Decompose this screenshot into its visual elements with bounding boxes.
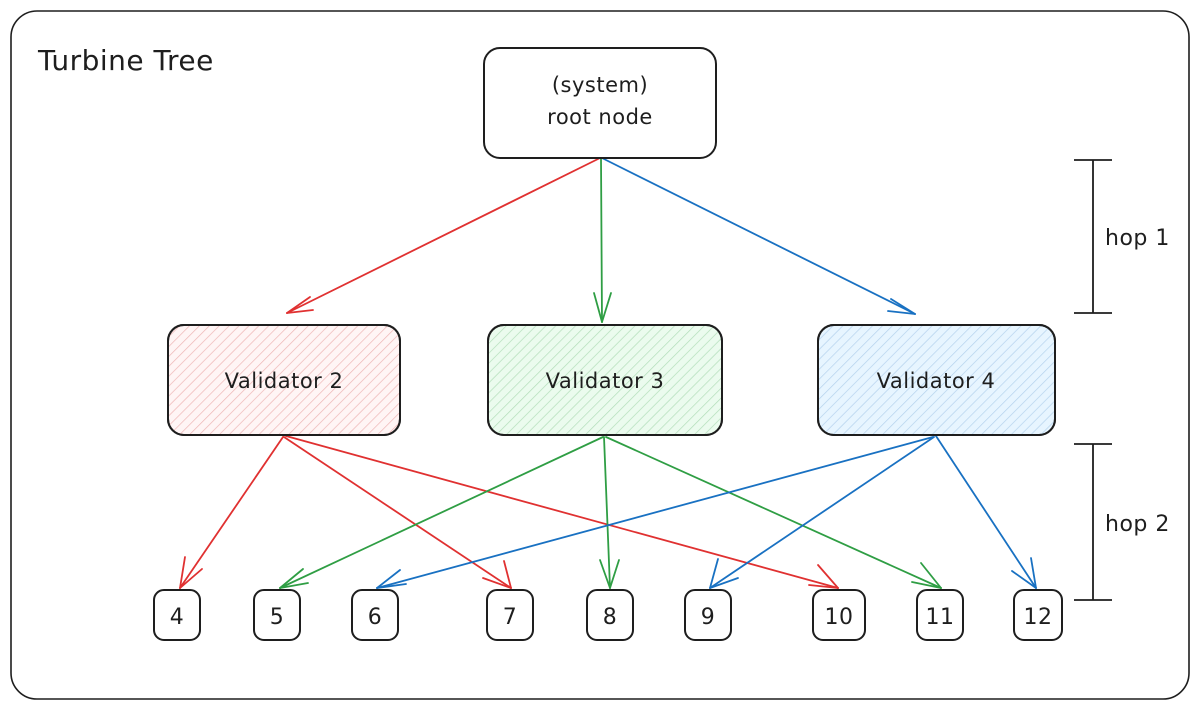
validator-4-label: Validator 4 bbox=[877, 369, 996, 393]
leaf-12-box[interactable] bbox=[1013, 589, 1063, 641]
node-leaf-10[interactable]: 10 bbox=[812, 589, 866, 641]
node-leaf-11[interactable]: 11 bbox=[916, 589, 964, 641]
validator-4-hatch bbox=[818, 325, 1055, 435]
page-title: Turbine Tree bbox=[37, 44, 214, 77]
node-leaf-6[interactable]: 6 bbox=[351, 589, 399, 641]
edge-validator-4-to-leaf-6 bbox=[376, 436, 934, 589]
leaf-8-label: 8 bbox=[603, 605, 618, 630]
validator-2-hatch bbox=[168, 325, 400, 435]
root-node-line1: (system) bbox=[552, 73, 648, 97]
node-leaf-8[interactable]: 8 bbox=[586, 589, 634, 641]
hop-2-label: hop 2 bbox=[1105, 512, 1170, 537]
leaf-7-label: 7 bbox=[503, 605, 518, 630]
node-validator-2[interactable]: Validator 2 bbox=[167, 324, 401, 436]
node-leaf-4[interactable]: 4 bbox=[153, 589, 201, 641]
node-leaf-7[interactable]: 7 bbox=[486, 589, 534, 641]
leaf-7-box[interactable] bbox=[486, 589, 534, 641]
edge-validator-3-to-leaf-5 bbox=[279, 436, 604, 589]
leaf-4-label: 4 bbox=[170, 605, 185, 630]
hop-1-bracket bbox=[1074, 159, 1112, 314]
edge-validator-3-to-leaf-8 bbox=[599, 436, 620, 589]
validator-3-label: Validator 3 bbox=[546, 369, 665, 393]
node-validator-4[interactable]: Validator 4 bbox=[817, 324, 1056, 436]
edge-root-to-validator-4 bbox=[601, 157, 916, 315]
edge-validator-4-to-leaf-9 bbox=[709, 436, 935, 589]
leaf-5-label: 5 bbox=[270, 605, 285, 630]
leaf-10-box[interactable] bbox=[812, 589, 866, 641]
leaf-9-box[interactable] bbox=[684, 589, 732, 641]
leaf-6-box[interactable] bbox=[351, 589, 399, 641]
leaf-4-box[interactable] bbox=[153, 589, 201, 641]
edge-root-to-validator-3 bbox=[593, 157, 612, 323]
hop-2-bracket bbox=[1074, 443, 1112, 601]
leaf-12-label: 12 bbox=[1024, 605, 1053, 630]
node-root[interactable]: (system) root node bbox=[483, 47, 717, 159]
validator-2-outline bbox=[167, 324, 401, 436]
node-leaf-5[interactable]: 5 bbox=[253, 589, 301, 641]
root-node-box[interactable] bbox=[483, 47, 717, 159]
edge-validator-4-to-leaf-12 bbox=[935, 435, 1037, 589]
edge-root-to-validator-2 bbox=[286, 157, 601, 314]
leaf-8-box[interactable] bbox=[586, 589, 634, 641]
leaf-10-label: 10 bbox=[825, 605, 854, 630]
leaf-9-label: 9 bbox=[701, 605, 716, 630]
validator-3-hatch bbox=[488, 325, 722, 435]
edge-validator-3-to-leaf-11 bbox=[605, 436, 942, 589]
validator-2-label: Validator 2 bbox=[225, 369, 344, 393]
hop-1-label: hop 1 bbox=[1105, 226, 1170, 251]
node-leaf-12[interactable]: 12 bbox=[1013, 589, 1063, 641]
validator-4-outline bbox=[817, 324, 1056, 436]
edge-validator-2-to-leaf-7 bbox=[283, 436, 512, 589]
leaf-11-box[interactable] bbox=[916, 589, 964, 641]
node-leaf-9[interactable]: 9 bbox=[684, 589, 732, 641]
leaf-11-label: 11 bbox=[926, 605, 955, 630]
root-node-line2: root node bbox=[547, 105, 653, 129]
node-validator-3[interactable]: Validator 3 bbox=[487, 324, 723, 436]
edge-validator-2-to-leaf-4 bbox=[179, 436, 284, 589]
leaf-5-box[interactable] bbox=[253, 589, 301, 641]
validator-3-outline bbox=[487, 324, 723, 436]
leaf-6-label: 6 bbox=[368, 605, 383, 630]
